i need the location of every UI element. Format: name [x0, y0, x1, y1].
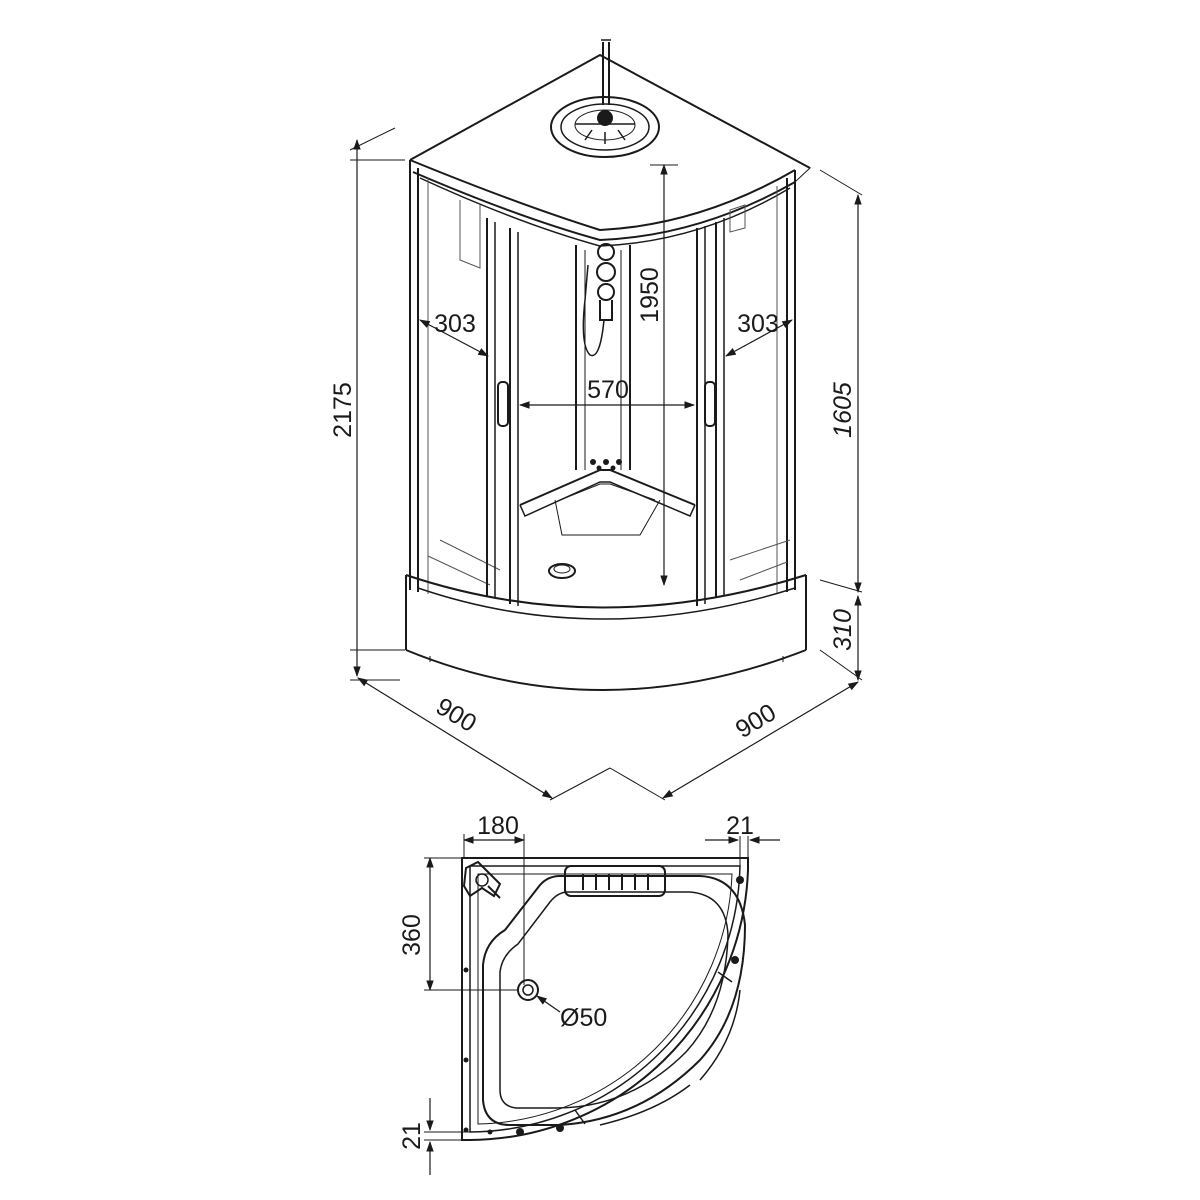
- dim-left-panel: 303: [419, 310, 489, 357]
- rain-shower-head: [550, 39, 660, 158]
- dim-width-right: 900: [609, 681, 859, 801]
- dim-door-height: 1605: [819, 169, 863, 594]
- dim-tray-height: 310: [819, 594, 863, 682]
- dim-top-gap: 21: [705, 812, 780, 866]
- dim-drain-offset-y: 360: [398, 856, 518, 992]
- label-door-height: 1605: [829, 382, 857, 438]
- left-sliding-door: [486, 218, 519, 606]
- plan-drain: [517, 979, 539, 1001]
- label-width-right: 900: [731, 698, 781, 743]
- label-tray-height: 310: [829, 609, 857, 651]
- frame-fixtures: [463, 876, 744, 1136]
- right-sliding-door: [696, 218, 725, 606]
- corner-shelf: [564, 865, 666, 897]
- label-drain-offset-y: 360: [398, 914, 426, 956]
- dim-cabin-height: 1950: [636, 163, 678, 587]
- label-cabin-height: 1950: [636, 267, 664, 323]
- drain-plug: [548, 563, 576, 579]
- dim-drain-diameter: Ø50: [536, 995, 607, 1032]
- plan-view: 180 360 Ø50 21 21: [398, 812, 780, 1175]
- dim-drain-offset-x: 180: [462, 812, 526, 985]
- mixer-valve: [462, 860, 502, 899]
- dim-left-gap: 21: [398, 1098, 470, 1175]
- elevation-view: 2175 1950 1605 310 900: [329, 39, 863, 801]
- label-left-gap: 21: [398, 1122, 426, 1150]
- dim-depth-left: 900: [357, 677, 611, 801]
- left-side-panel: [409, 160, 501, 594]
- right-side-panel: [729, 170, 796, 594]
- label-drain-diameter: Ø50: [560, 1004, 607, 1032]
- label-total-height: 2175: [329, 382, 357, 438]
- dim-right-panel: 303: [725, 310, 793, 357]
- label-left-panel: 303: [434, 310, 476, 338]
- dim-total-height: 2175: [329, 127, 405, 681]
- corner-seat: [519, 469, 696, 536]
- dim-entrance: 570: [518, 376, 696, 409]
- label-top-gap: 21: [726, 812, 754, 840]
- label-depth-left: 900: [431, 692, 481, 737]
- tray-basin: [482, 875, 747, 1126]
- label-drain-offset-x: 180: [477, 812, 519, 840]
- cabin-roof: [409, 53, 811, 247]
- rear-panel: [575, 243, 631, 471]
- label-right-panel: 303: [737, 310, 779, 338]
- label-entrance: 570: [587, 376, 629, 404]
- shower-tray: [405, 574, 807, 691]
